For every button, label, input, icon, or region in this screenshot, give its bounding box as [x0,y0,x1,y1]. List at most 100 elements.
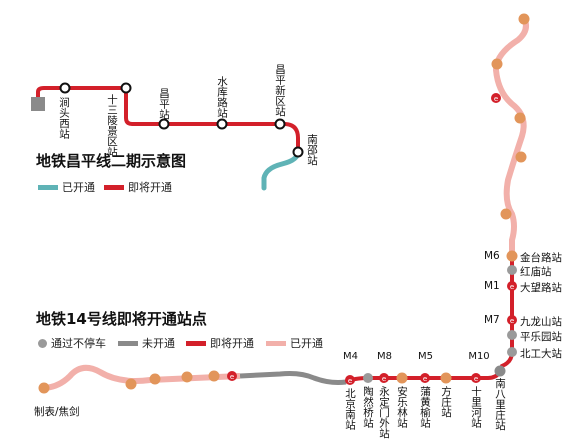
line14-opened-north-segment [492,16,529,256]
legend-swatch-line14-opened [266,340,286,346]
station-marker-jiantouxi [59,82,71,94]
station-marker-jintailu [506,250,518,262]
station-marker-west-5 [38,382,50,394]
station-marker-north-4 [515,151,527,163]
station-marker-shuikulu [216,118,228,130]
changping-line-upcoming-segment [36,86,300,152]
changping-line-opened-segment [261,149,301,191]
station-label-nanshao: 南邵站 [306,134,318,166]
svg-text:e: e [230,373,234,381]
station-label-puhuangyu: 蒲黄榆站 [419,386,431,428]
changping-legend-upcoming: 即将开通 [104,179,172,195]
legend-swatch-unopened [118,340,138,346]
station-marker-west-4 [125,378,137,390]
legend-label-passthrough: 通过不停车 [51,337,106,350]
svg-text:e: e [510,317,514,325]
line14-title: 地铁14号线即将开通站点 [36,310,207,328]
line-code-m1: M1 [484,280,500,292]
line14-legend-opened: 已开通 [266,335,323,351]
svg-text:e: e [348,377,352,385]
station-label-yongdingmenwai: 永定门外站 [378,386,390,439]
line-code-m5-text: M5 [418,351,433,362]
station-label-anlelin: 安乐林站 [396,386,408,428]
line14: e e e e e e [38,13,530,394]
legend-label-upcoming: 即将开通 [128,181,172,194]
svg-text:e: e [382,375,386,383]
station-label-taoranqiao: 陶然桥站 [362,386,374,428]
station-marker-hongmiao [507,265,517,275]
station-marker-nanbalizhuang [494,365,506,377]
line-code-m4-text: M4 [343,351,358,362]
subway-logo-icon: e [227,371,237,381]
line14-unopened-segment [239,371,347,385]
legend-label-line14-opened: 已开通 [290,337,323,350]
station-label-jintailu: 金台路站 [520,252,562,264]
station-label-beigongda: 北工大站 [520,348,562,360]
station-marker-changpingxinqu [274,118,286,130]
station-label-pingleyuan: 平乐园站 [520,331,562,343]
subway-logo-icon: e [491,93,501,103]
station-label-shisanling: 十三陵景区站 [106,94,118,157]
line-code-m7: M7 [484,314,500,326]
station-marker-shisanling [120,82,132,94]
station-marker-west-2 [181,371,193,383]
line-code-m10-text: M10 [468,351,490,362]
station-label-beijingnan: 北京南站 [344,388,356,430]
station-label-changping: 昌平站 [158,88,170,120]
legend-swatch-upcoming [104,184,124,190]
station-marker-north-5 [500,208,512,220]
line14-legend-passthrough: 通过不停车 [38,335,106,351]
line-code-m4: M4 [343,351,358,362]
changping-legend-opened: 已开通 [38,179,95,195]
station-marker-beigongda [507,347,517,357]
line-code-m8: M8 [377,351,392,362]
station-label-jiulongshan: 九龙山站 [520,316,562,328]
station-marker-north-2 [491,58,503,70]
changping-terminal-marker [31,97,45,111]
legend-swatch-opened [38,184,58,190]
line14-legend-upcoming: 即将开通 [186,335,254,351]
svg-text:e: e [474,375,478,383]
subway-logo-icon: e [471,373,481,383]
svg-text:e: e [510,283,514,291]
station-marker-west-1 [208,370,220,382]
station-label-jiantouxi: 涧头西站 [58,97,70,139]
line14-legend-unopened: 未开通 [118,335,175,351]
station-label-changpingxinqu: 昌平新区站 [274,64,286,117]
line-code-m10: M10 [467,352,491,362]
station-marker-changping [158,118,170,130]
station-label-fangzhuang: 方庄站 [440,386,452,418]
station-marker-fangzhuang [440,372,452,384]
changping-title: 地铁昌平线二期示意图 [36,152,187,170]
svg-text:e: e [494,95,498,103]
station-marker-taoranqiao [363,373,373,383]
station-label-dawanglu: 大望路站 [520,282,562,294]
subway-logo-icon: e [345,375,355,385]
line-code-m6: M6 [484,250,500,262]
subway-logo-icon: e [420,373,430,383]
station-label-hongmiao: 红庙站 [520,266,552,278]
credit-label: 制表/焦剑 [34,406,80,418]
station-label-shuikulu: 水库路站 [216,76,228,118]
legend-label-unopened: 未开通 [142,337,175,350]
changping-line [31,82,304,191]
subway-logo-icon: e [507,315,517,325]
station-marker-nanshao [292,146,304,158]
subway-logo-icon: e [379,373,389,383]
station-label-shilihe: 十里河站 [470,386,482,428]
legend-swatch-line14-upcoming [186,340,206,346]
station-label-nanbalizhuang: 南八里庄站 [494,378,506,431]
line-code-m5: M5 [418,351,433,362]
station-marker-anlelin [396,372,408,384]
station-marker-north-3 [514,112,526,124]
legend-label-opened: 已开通 [62,181,95,194]
legend-dot-passthrough [38,338,47,348]
svg-text:e: e [423,375,427,383]
line-code-m8-text: M8 [377,351,392,362]
station-marker-west-3 [149,373,161,385]
legend-label-line14-upcoming: 即将开通 [210,337,254,350]
subway-logo-icon: e [507,281,517,291]
station-marker-north-1 [518,13,530,25]
station-marker-pingleyuan [507,330,517,340]
